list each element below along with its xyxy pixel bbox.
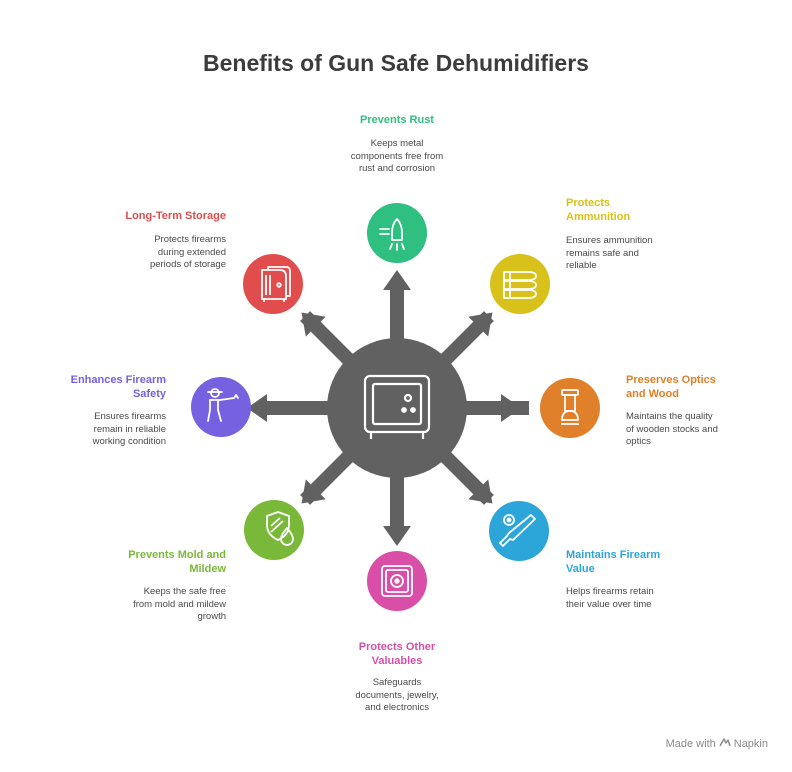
shooter-icon — [207, 388, 239, 422]
vault-icon — [381, 565, 413, 597]
mold-title: Prevents Mold and Mildew — [46, 548, 226, 576]
arrow-down-left — [300, 445, 360, 505]
rust-desc-line: components free from — [350, 150, 444, 162]
optics-title-line: Preserves Optics — [626, 374, 716, 386]
ammo-desc: Ensures ammunition remains safe and reli… — [566, 235, 746, 273]
optics-desc-line: Maintains the quality — [626, 411, 713, 422]
valuables-title-line: Valuables — [371, 655, 423, 667]
ammo-title-line: Ammunition — [566, 211, 631, 223]
ammo-desc-line: reliable — [566, 260, 597, 271]
storage-desc-line: Protects firearms — [154, 234, 226, 245]
valuables-title: Protects Other Valuables — [297, 640, 497, 668]
valuables-desc-line: Safeguards — [372, 677, 422, 688]
storage-desc-line: periods of storage — [149, 259, 226, 270]
value-desc-line: their value over time — [566, 598, 652, 610]
rifle-icon — [499, 514, 536, 547]
rust-desc-line: rust and corrosion — [358, 163, 436, 174]
rust-circle — [367, 203, 427, 263]
scope-icon — [561, 389, 579, 425]
optics-circle — [540, 378, 600, 438]
optics-desc-line: of wooden stocks and — [626, 423, 718, 435]
storage-cabinet-icon — [261, 266, 291, 302]
shield-drop-icon — [266, 511, 294, 546]
storage-circle — [243, 254, 303, 314]
safety-circle — [191, 377, 251, 437]
safety-title-line: Safety — [132, 388, 166, 400]
valuables-desc-line: and electronics — [365, 702, 429, 713]
arrows — [247, 270, 529, 546]
safety-desc: Ensures firearms remain in reliable work… — [16, 411, 166, 449]
rust-desc: Keeps metal components free from rust an… — [297, 138, 497, 176]
value-title-line: Maintains Firearm — [566, 549, 661, 561]
napkin-brand: Napkin — [733, 738, 768, 750]
page-title: Benefits of Gun Safe Dehumidifiers — [203, 50, 589, 76]
mold-desc: Keeps the safe free from mold and mildew… — [46, 586, 226, 624]
safety-desc-line: working condition — [92, 436, 166, 447]
safety-title: Enhances Firearm Safety — [16, 373, 166, 401]
value-desc-line: Helps firearms retain — [566, 586, 654, 597]
mold-desc-line: Keeps the safe free — [143, 586, 226, 597]
valuables-desc-line: documents, jewelry, — [355, 689, 439, 701]
optics-title-line: and Wood — [626, 388, 679, 400]
ammo-title: Protects Ammunition — [566, 196, 746, 224]
arrow-right — [457, 394, 529, 422]
ammo-desc-line: Ensures ammunition — [566, 235, 653, 246]
ammunition-icon — [503, 271, 537, 299]
made-with-napkin[interactable]: Made with Napkin — [666, 737, 768, 751]
mold-desc-line: from mold and mildew — [133, 598, 226, 610]
arrow-down-right — [434, 445, 494, 505]
safety-desc-line: remain in reliable — [93, 423, 166, 435]
arrow-left — [247, 394, 337, 422]
ammo-circle — [490, 254, 550, 314]
storage-desc-line: during extended — [157, 246, 226, 258]
rust-title: Prevents Rust — [360, 114, 434, 126]
arrow-down — [383, 468, 411, 546]
mold-desc-line: growth — [197, 611, 226, 622]
napkin-logo-icon — [719, 737, 731, 751]
arrow-up-left — [300, 311, 360, 371]
optics-desc: Maintains the quality of wooden stocks a… — [626, 411, 776, 449]
safe-icon — [363, 374, 431, 439]
storage-desc: Protects firearms during extended period… — [46, 234, 226, 272]
value-desc: Helps firearms retain their value over t… — [566, 586, 746, 611]
value-circle — [489, 501, 549, 561]
mold-title-line: Prevents Mold and — [128, 549, 226, 561]
optics-desc-line: optics — [626, 436, 651, 447]
mold-title-line: Mildew — [189, 563, 226, 575]
ammo-desc-line: remains safe and — [566, 247, 639, 259]
hub-circle — [327, 338, 467, 478]
valuables-desc: Safeguards documents, jewelry, and elect… — [297, 677, 497, 715]
arrow-up — [383, 270, 411, 348]
safety-title-line: Enhances Firearm — [70, 374, 166, 386]
value-title: Maintains Firearm Value — [566, 548, 746, 576]
ammo-title-line: Protects — [566, 197, 611, 209]
optics-title: Preserves Optics and Wood — [626, 373, 776, 401]
bullet-icon — [379, 218, 405, 251]
storage-title: Long-Term Storage — [125, 210, 226, 222]
arrow-up-right — [434, 311, 494, 371]
rust-desc-line: Keeps metal — [370, 138, 424, 149]
safety-desc-line: Ensures firearms — [94, 411, 166, 422]
value-title-line: Value — [566, 563, 595, 575]
valuables-title-line: Protects Other — [358, 641, 436, 653]
made-with-label: Made with — [665, 738, 716, 750]
